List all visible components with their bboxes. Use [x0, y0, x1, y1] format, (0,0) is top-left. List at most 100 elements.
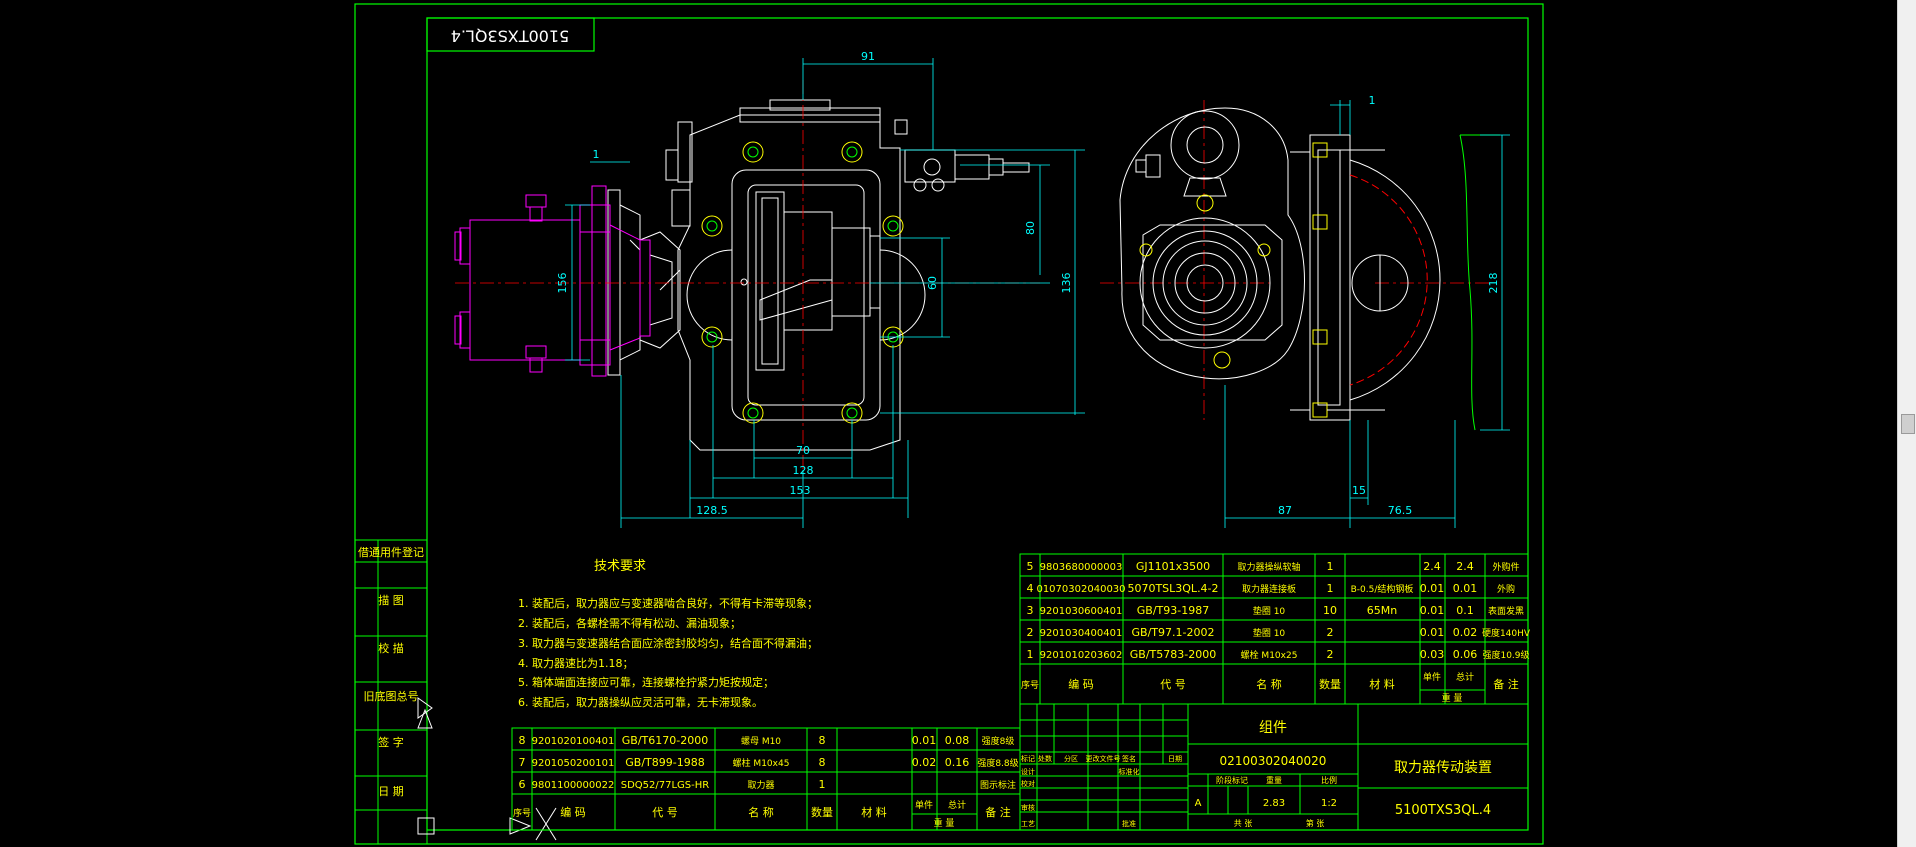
bom-cell: GB/T5783-2000	[1130, 648, 1216, 661]
bom-header: 重 量	[934, 817, 955, 829]
bom-cell: 表面发黑	[1488, 605, 1524, 617]
bom-header: 编 码	[560, 805, 586, 819]
dim-128: 128	[793, 464, 814, 477]
title-weight: 2.83	[1263, 798, 1285, 809]
bom-cell: 0.02	[912, 756, 937, 769]
upper-bom-text: 5 9803680000003 GJ1101x3500 取力器操纵软轴 1 2.…	[1021, 560, 1531, 704]
bom-cell: 强度8级	[982, 735, 1015, 747]
tech-req-item: 2. 装配后，各螺栓需不得有松动、漏油现象；	[518, 616, 741, 630]
dim-91: 91	[861, 50, 875, 63]
tech-req-item: 6. 装配后，取力器操纵应灵活可靠，无卡滞现象。	[518, 695, 763, 709]
bom-header: 单件	[1423, 671, 1441, 683]
side-dimensions	[1224, 100, 1510, 528]
stamp-label: 日 期	[378, 785, 404, 798]
title-row-label: 标记	[1021, 754, 1035, 763]
tech-req-item: 3. 取力器与变速器结合面应涂密封胶均匀，结合面不得漏油；	[518, 636, 818, 650]
bom-cell: 9201050200101	[532, 758, 615, 769]
bom-cell: 2	[1327, 648, 1334, 661]
title-row-label: 审核	[1021, 803, 1035, 812]
title-stamp-rotated: 5100TXS3QL.4	[451, 27, 570, 46]
bom-cell: 2.4	[1423, 560, 1441, 573]
bom-cell: 10	[1323, 604, 1337, 617]
bom-cell: 螺柱 M10x45	[733, 757, 790, 769]
title-stage-label: 阶段标记	[1216, 775, 1248, 785]
stamp-label: 校 描	[378, 641, 404, 655]
bom-cell: 6	[519, 778, 526, 791]
bom-cell: 9201030600401	[1040, 606, 1123, 617]
bom-cell: 1	[1027, 648, 1034, 661]
bom-cell: 9201010203602	[1040, 650, 1123, 661]
dim-70: 70	[796, 444, 810, 457]
bom-cell: 9201020100401	[532, 736, 615, 747]
front-dimensions	[565, 58, 1085, 528]
bom-cell: GB/T899-1988	[625, 756, 704, 769]
bom-cell: 8	[819, 756, 826, 769]
upper-bom-table	[1019, 553, 1529, 705]
bom-cell: 1	[819, 778, 826, 791]
bom-cell: 0.01	[1420, 582, 1445, 595]
bom-cell: 3	[1027, 604, 1034, 617]
dim-15: 15	[1352, 484, 1366, 497]
technical-requirements: 技术要求 1. 装配后，取力器应与变速器啮合良好，不得有卡滞等现象； 2. 装配…	[518, 559, 818, 709]
bom-cell: 0.03	[1420, 648, 1445, 661]
stamp-label: 描 图	[378, 593, 404, 607]
bom-cell: 0.01	[912, 734, 937, 747]
bom-cell: 0.01	[1453, 582, 1478, 595]
tech-req-item: 4. 取力器速比为1.18；	[518, 657, 633, 670]
dim-128-5: 128.5	[696, 504, 728, 517]
bom-cell: 螺母 M10	[741, 736, 781, 747]
tech-req-heading: 技术要求	[594, 559, 646, 574]
bom-cell: 65Mn	[1367, 604, 1397, 617]
bom-cell: 取力器操纵软轴	[1237, 561, 1300, 573]
tech-req-item: 1. 装配后，取力器应与变速器啮合良好，不得有卡滞等现象；	[518, 596, 818, 610]
bom-cell: 0.1	[1456, 604, 1474, 617]
title-code: 02100302040020	[1220, 754, 1327, 768]
side-stamp-labels: 借通用件登记 描 图 校 描 旧底图总号 签 字 日 期	[358, 545, 424, 798]
bom-cell: 取力器	[747, 779, 774, 791]
bom-cell: 螺栓 M10x25	[1241, 649, 1298, 661]
bom-cell: 1	[1327, 582, 1334, 595]
bom-cell: 5070TSL3QL.4-2	[1127, 582, 1218, 595]
dim-76-5: 76.5	[1388, 504, 1413, 517]
bom-cell: 9803680000003	[1040, 562, 1123, 573]
bom-header: 编 码	[1068, 677, 1094, 691]
vertical-scrollbar[interactable]	[1897, 0, 1916, 847]
side-dimension-text: 1 218 87 15 76.5	[1278, 94, 1500, 517]
bolt-pattern-front	[701, 141, 904, 424]
title-mark: A	[1195, 798, 1202, 809]
stamp-label: 签 字	[378, 735, 404, 749]
stamp-label: 借通用件登记	[358, 545, 424, 559]
pto-unit-magenta	[454, 185, 651, 377]
bom-cell: 强度8.8级	[977, 757, 1018, 769]
bom-cell: 2	[1327, 626, 1334, 639]
bom-cell: B-0.5/结构钢板	[1351, 583, 1414, 595]
bom-cell: 2.4	[1456, 560, 1474, 573]
bom-cell: SDQ52/77LGS-HR	[621, 780, 710, 791]
bom-cell: 8	[519, 734, 526, 747]
bom-cell: 0.06	[1453, 648, 1478, 661]
bom-cell: 取力器连接板	[1242, 583, 1296, 595]
bom-header: 名 称	[1256, 677, 1282, 691]
title-drawing-no: 5100TXS3QL.4	[1395, 803, 1491, 818]
title-row-label: 标准化	[1119, 767, 1140, 776]
sheet-frame	[354, 3, 1544, 845]
front-view	[607, 99, 1030, 451]
dim-136: 136	[1060, 273, 1073, 294]
title-row-label: 批准	[1122, 819, 1136, 828]
title-scale-label: 比例	[1321, 775, 1337, 785]
bom-cell: 2	[1027, 626, 1034, 639]
title-type: 组件	[1259, 720, 1287, 736]
bom-cell: 强度10.9级	[1482, 649, 1529, 661]
bom-header: 总计	[1456, 671, 1474, 683]
bom-cell: 硬度140HV	[1482, 627, 1531, 639]
bom-cell: 4	[1027, 582, 1034, 595]
bom-header: 数量	[1319, 678, 1341, 691]
bom-cell: 7	[519, 756, 526, 769]
lower-bom-text: 8 9201020100401 GB/T6170-2000 螺母 M10 8 0…	[513, 734, 1019, 829]
title-row-label: 更改文件号	[1086, 754, 1121, 763]
front-dimension-text: 91 1 80 136 60 156 70 128 153 128.5	[556, 50, 1073, 517]
scrollbar-thumb[interactable]	[1901, 414, 1915, 434]
bom-header: 重 量	[1442, 692, 1463, 704]
dim-1-right: 1	[1369, 94, 1376, 107]
